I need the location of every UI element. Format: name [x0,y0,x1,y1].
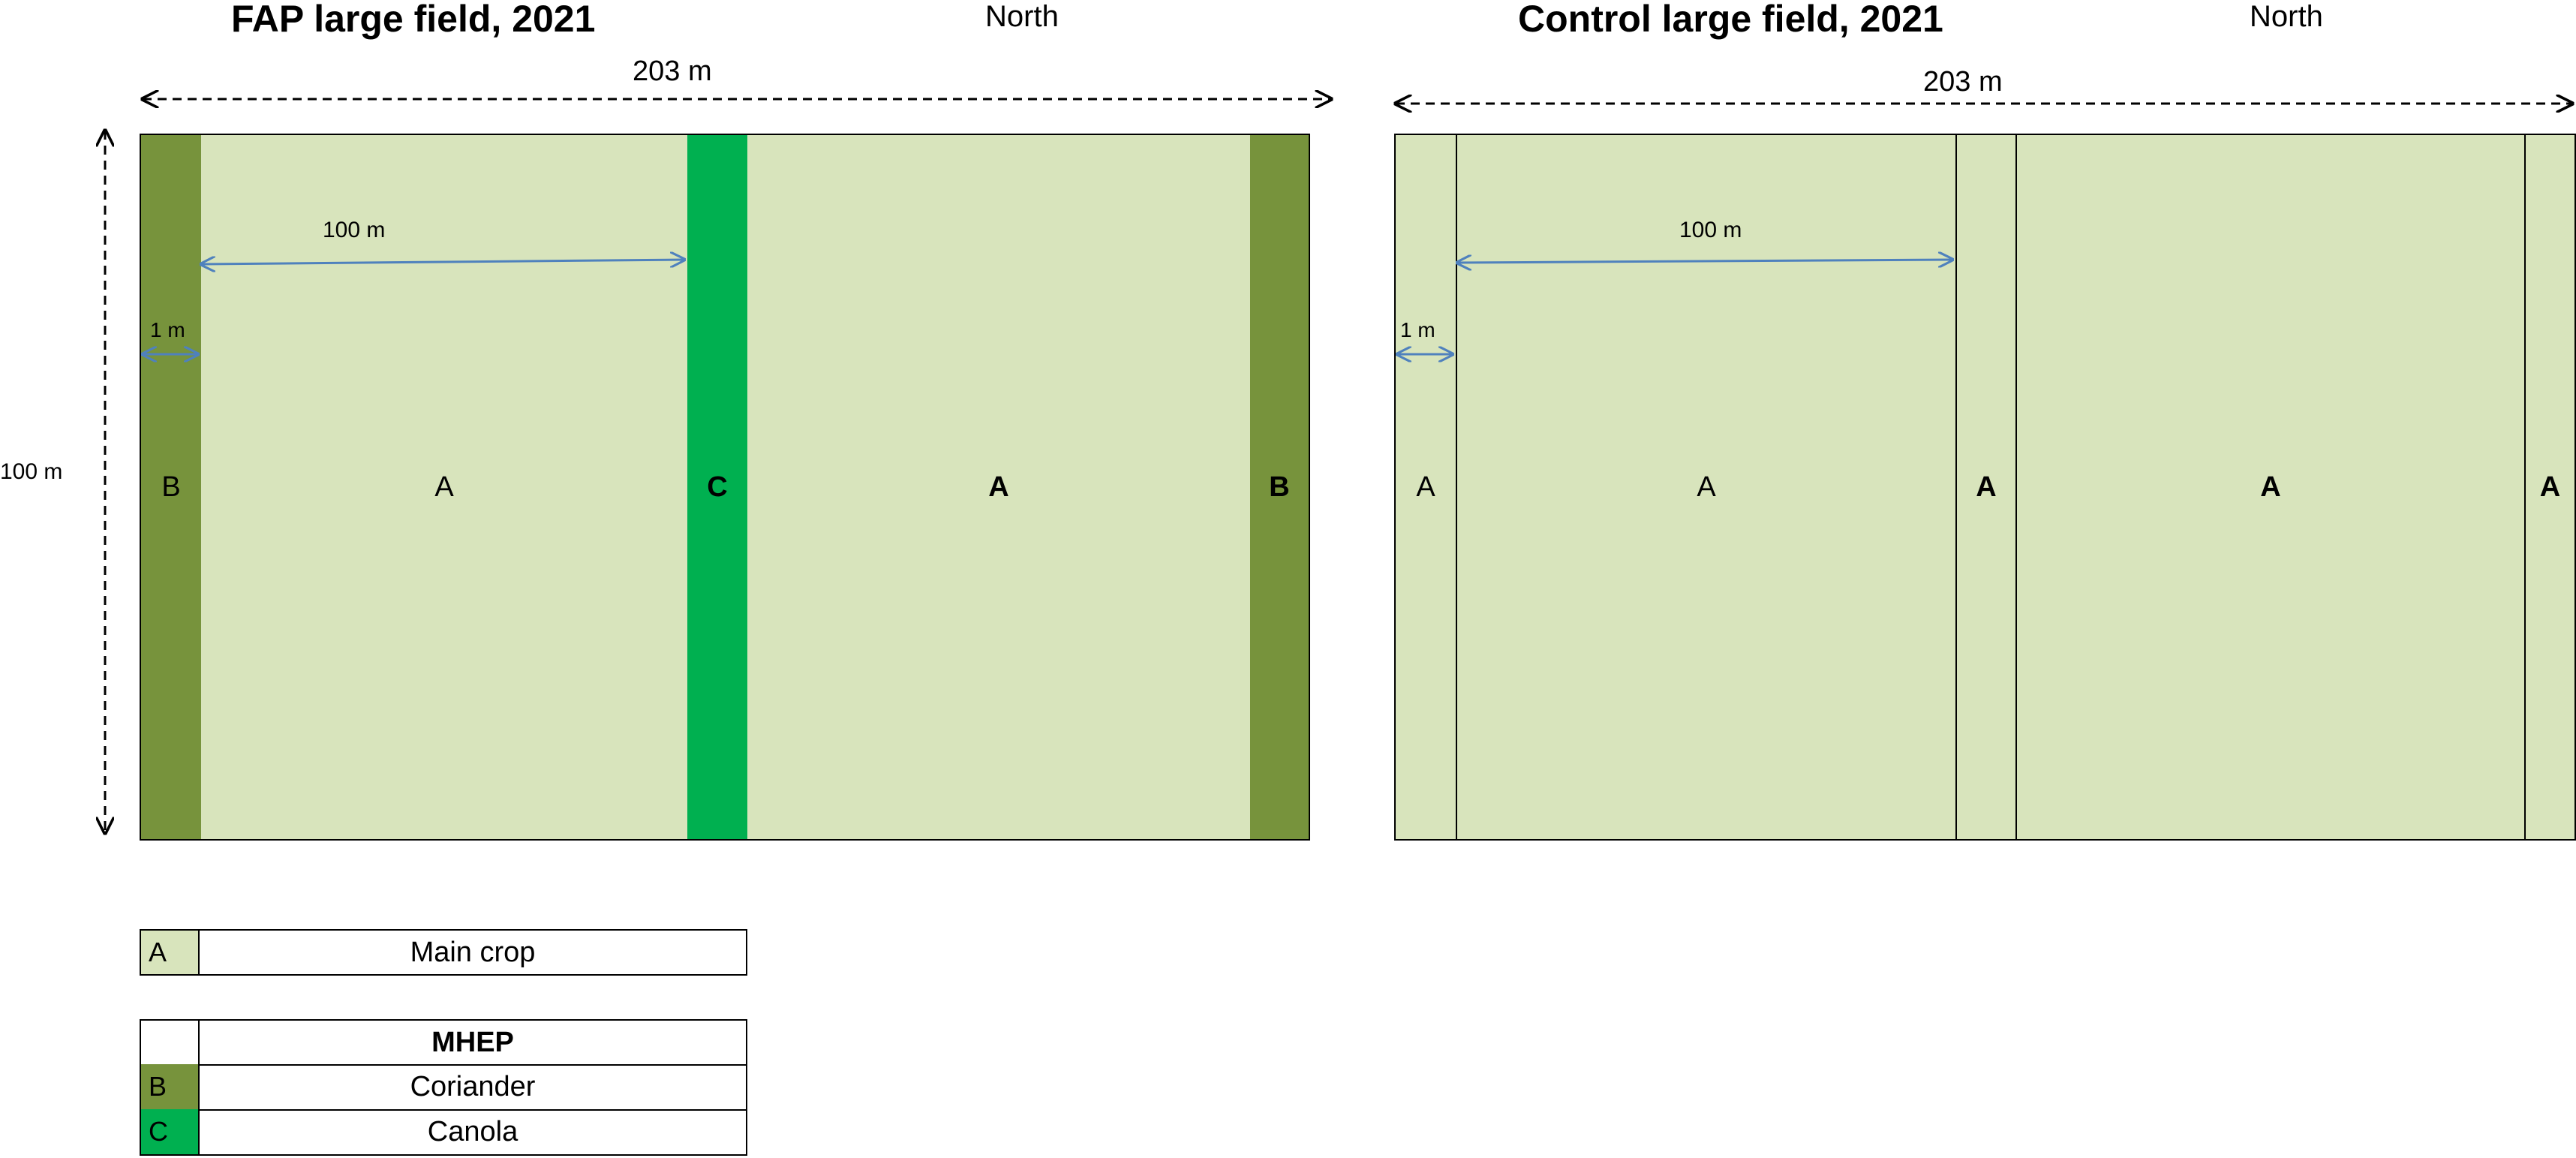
fap-north-label: North [985,0,1059,33]
legend-row-coriander: B Coriander [140,1064,747,1111]
legend-swatch-main-crop: A [140,929,200,976]
legend-swatch-canola: C [140,1109,200,1156]
legend-swatch-empty [140,1019,200,1066]
control-strip-letter: A [2539,471,2561,503]
control-strip-letter: A [1416,471,1435,503]
control-inner-width-arrow [1457,260,1952,263]
legend-row-canola: C Canola [140,1109,747,1156]
fap-strip-width-label: 1 m [150,318,185,341]
legend-row-main-crop: A Main crop [140,929,747,976]
fap-inner-width-label: 100 m [323,218,386,242]
control-north-label: North [2250,0,2323,33]
fap-strip-coriander-west: B [141,135,201,839]
control-field: A A A A A [1394,134,2576,841]
fap-field-title: FAP large field, 2021 [231,0,596,40]
fap-strip-canola: C [687,135,747,839]
control-strip-letter: A [1697,471,1716,503]
fap-strip-letter: B [161,471,181,503]
fap-strip-letter: C [707,471,728,503]
legend-swatch-coriander: B [140,1064,200,1111]
legend-header-mhep: MHEP [200,1019,747,1066]
legend-label-main-crop: Main crop [200,929,747,976]
legend-label-coriander: Coriander [200,1064,747,1111]
control-strip-east: A [2524,135,2574,839]
control-strip-west: A [1396,135,1456,839]
fap-strip-coriander-east: B [1250,135,1309,839]
fap-strip-letter: A [434,471,454,503]
control-field-title: Control large field, 2021 [1518,0,1943,40]
fap-strip-letter: B [1269,471,1290,503]
fap-height-label: 100 m [0,459,63,484]
fap-strip-main-crop-east: A [747,135,1250,839]
control-inner-width-label: 100 m [1679,218,1742,242]
control-width-label: 203 m [1923,66,2003,98]
control-strip-middle: A [1955,135,2015,839]
control-strip-main-east: A [2015,135,2524,839]
legend-row-mhep-header: MHEP [140,1019,747,1066]
control-strip-width-label: 1 m [1400,318,1435,341]
fap-inner-width-arrow [201,260,684,264]
fap-strip-letter: A [988,471,1009,503]
control-strip-letter: A [1976,471,1997,503]
control-strip-letter: A [2260,471,2281,503]
legend-label-canola: Canola [200,1109,747,1156]
fap-width-label: 203 m [633,56,712,87]
